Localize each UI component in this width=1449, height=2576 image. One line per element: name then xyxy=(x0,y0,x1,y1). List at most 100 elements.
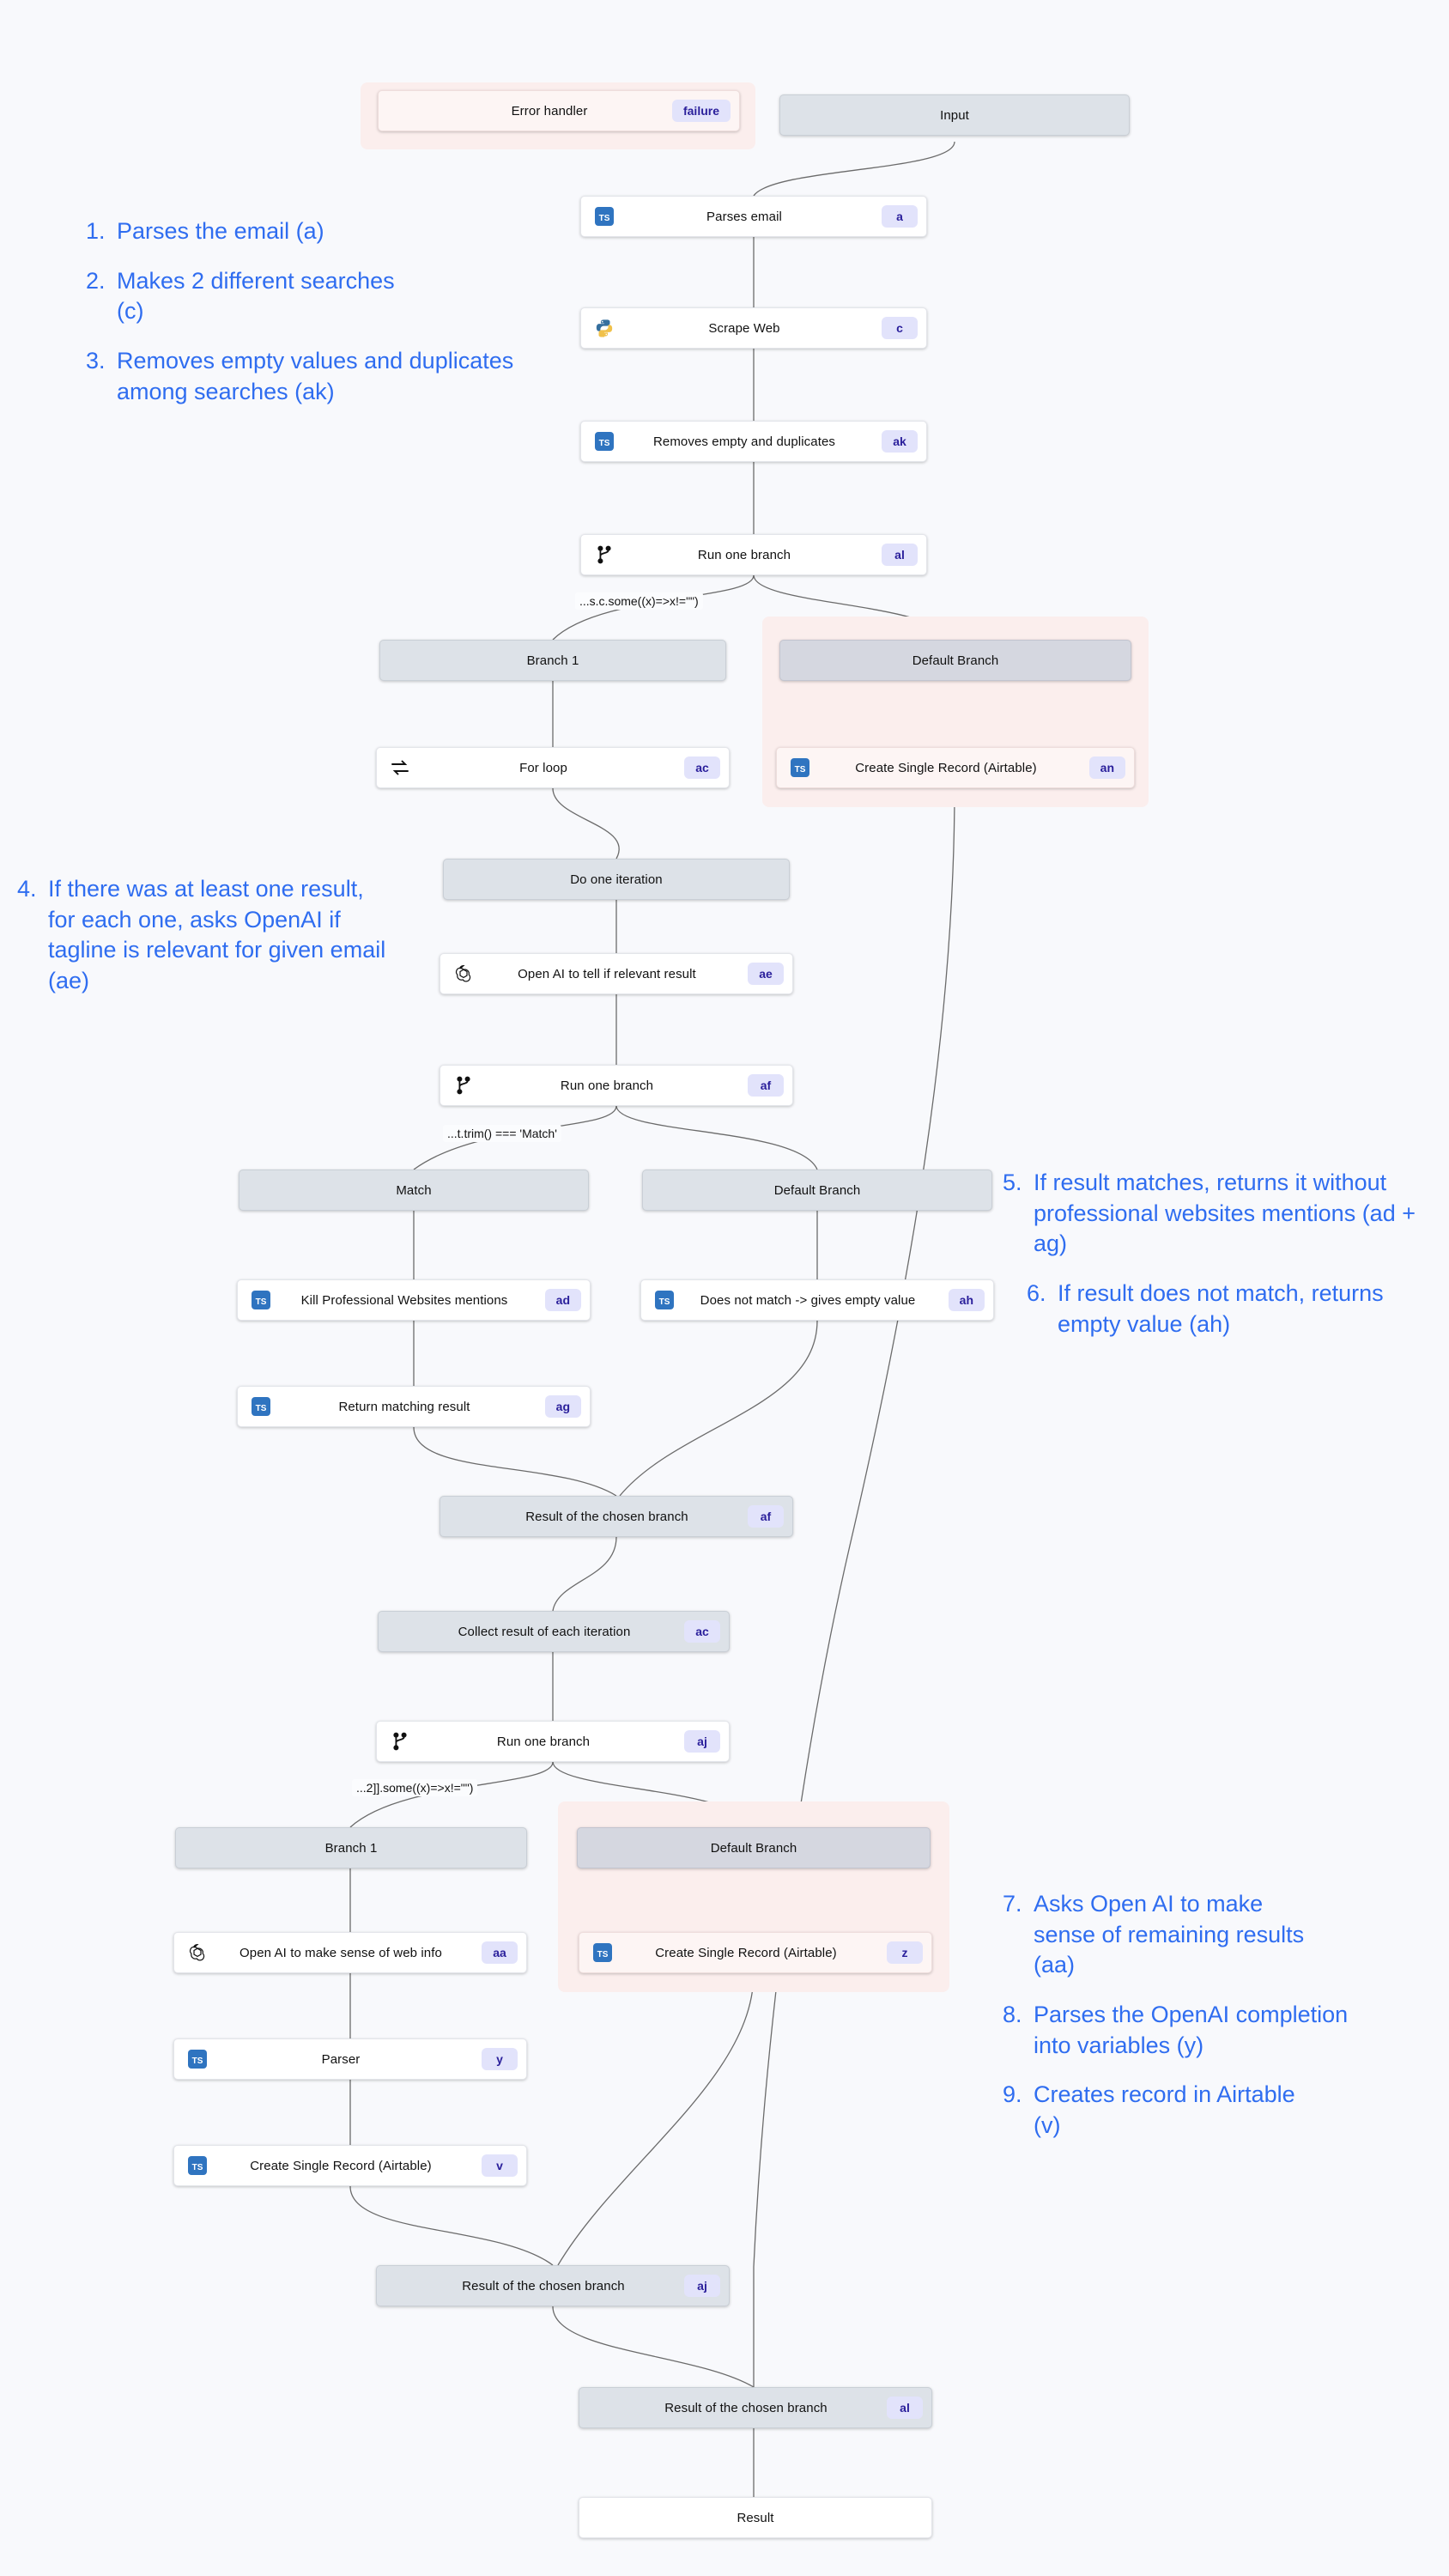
node-badge: z xyxy=(887,1941,923,1964)
annotation-item-3: 3. Removes empty values and duplicates a… xyxy=(86,346,515,407)
node-label: Does not match -> gives empty value xyxy=(700,1292,916,1308)
node-label: Open AI to tell if relevant result xyxy=(518,966,696,981)
branch-icon xyxy=(593,544,615,566)
node-result-chosen-al[interactable]: Result of the chosen branch al xyxy=(579,2387,932,2428)
node-badge: an xyxy=(1088,756,1125,779)
node-label: Branch 1 xyxy=(526,653,579,668)
node-branch1-bottom[interactable]: Branch 1 xyxy=(175,1827,527,1868)
node-badge: ae xyxy=(748,963,784,985)
annotation-number: 2. xyxy=(86,267,106,294)
node-match-branch[interactable]: Match xyxy=(239,1170,589,1211)
node-label: Branch 1 xyxy=(324,1840,378,1856)
annotation-number: 8. xyxy=(1003,2001,1022,2027)
node-create-record-z[interactable]: TS Create Single Record (Airtable) z xyxy=(579,1932,932,1973)
node-label: Result of the chosen branch xyxy=(664,2400,828,2415)
node-label: Run one branch xyxy=(496,1734,591,1749)
node-parses-email[interactable]: TS Parses email a xyxy=(580,196,927,237)
node-result-chosen-aj[interactable]: Result of the chosen branch aj xyxy=(376,2265,730,2306)
annotation-text: Parses the OpenAI completion into variab… xyxy=(1034,2001,1349,2058)
annotations-right-bottom: 7. Asks Open AI to make sense of remaini… xyxy=(1003,1889,1380,2160)
node-parser[interactable]: TS Parser y xyxy=(173,2038,527,2080)
branch-icon xyxy=(452,1074,475,1097)
node-run-one-branch-af[interactable]: Run one branch af xyxy=(440,1065,793,1106)
node-collect-result[interactable]: Collect result of each iteration ac xyxy=(378,1611,730,1652)
node-badge: a xyxy=(882,205,918,228)
typescript-icon: TS xyxy=(250,1395,272,1418)
node-badge: af xyxy=(748,1505,784,1528)
typescript-icon: TS xyxy=(250,1289,272,1311)
node-default-branch-bottom[interactable]: Default Branch xyxy=(577,1827,931,1868)
node-input[interactable]: Input xyxy=(779,94,1130,136)
annotation-item-4: 4. If there was at least one result, for… xyxy=(17,874,412,997)
node-for-loop[interactable]: For loop ac xyxy=(376,747,730,788)
node-do-one-iteration[interactable]: Do one iteration xyxy=(443,859,790,900)
node-badge: al xyxy=(882,544,918,566)
openai-icon xyxy=(452,963,475,985)
node-label: Result xyxy=(737,2510,774,2525)
annotations-left-four: 4. If there was at least one result, for… xyxy=(17,874,412,1016)
annotation-number: 6. xyxy=(1027,1279,1046,1306)
node-default-branch-mid[interactable]: Default Branch xyxy=(642,1170,992,1211)
node-does-not-match[interactable]: TS Does not match -> gives empty value a… xyxy=(640,1279,994,1321)
node-create-record-an[interactable]: TS Create Single Record (Airtable) an xyxy=(776,747,1135,788)
node-label: Default Branch xyxy=(710,1840,797,1856)
node-run-one-branch-al[interactable]: Run one branch al xyxy=(580,534,927,575)
annotation-item-5: 5. If result matches, returns it without… xyxy=(1003,1168,1432,1260)
node-create-record-v[interactable]: TS Create Single Record (Airtable) v xyxy=(173,2145,527,2186)
node-badge: ah xyxy=(948,1289,985,1311)
node-badge: aa xyxy=(482,1941,518,1964)
node-label: Create Single Record (Airtable) xyxy=(250,2158,432,2173)
node-label: Open AI to make sense of web info xyxy=(239,1945,442,1960)
typescript-icon: TS xyxy=(593,430,615,453)
node-badge: ac xyxy=(684,1620,720,1643)
annotation-item-7: 7. Asks Open AI to make sense of remaini… xyxy=(1003,1889,1380,1981)
annotation-text: Parses the email (a) xyxy=(117,218,324,244)
node-badge: c xyxy=(882,317,918,339)
annotations-right-mid: 5. If result matches, returns it without… xyxy=(1003,1168,1432,1358)
node-label: Run one branch xyxy=(560,1078,654,1093)
node-badge: aj xyxy=(684,2275,720,2297)
node-badge: v xyxy=(482,2154,518,2177)
node-default-branch-top[interactable]: Default Branch xyxy=(779,640,1131,681)
node-badge: al xyxy=(887,2397,923,2419)
node-error-handler[interactable]: Error handler failure xyxy=(378,90,740,131)
node-label: Scrape Web xyxy=(708,320,780,336)
python-icon xyxy=(593,317,615,339)
node-label: Kill Professional Websites mentions xyxy=(300,1292,508,1308)
node-label: Removes empty and duplicates xyxy=(652,434,836,449)
node-kill-mentions[interactable]: TS Kill Professional Websites mentions a… xyxy=(237,1279,591,1321)
typescript-icon: TS xyxy=(789,756,811,779)
typescript-icon: TS xyxy=(653,1289,676,1311)
node-result[interactable]: Result xyxy=(579,2497,932,2538)
node-openai-relevant-result[interactable]: Open AI to tell if relevant result ae xyxy=(440,953,793,994)
node-branch1-top[interactable]: Branch 1 xyxy=(379,640,726,681)
node-label: Parses email xyxy=(706,209,782,224)
node-badge: failure xyxy=(671,100,731,122)
node-label: Input xyxy=(940,107,969,123)
annotation-number: 1. xyxy=(86,218,106,244)
condition-label-top: ...s.c.some((x)=>x!="") xyxy=(575,592,703,610)
annotation-number: 5. xyxy=(1003,1170,1022,1195)
annotation-number: 9. xyxy=(1003,2081,1022,2108)
annotation-item-2: 2. Makes 2 different searches (c) xyxy=(86,266,515,327)
node-openai-web-info[interactable]: Open AI to make sense of web info aa xyxy=(173,1932,527,1973)
node-label: Run one branch xyxy=(697,547,791,562)
node-result-chosen-af[interactable]: Result of the chosen branch af xyxy=(440,1496,793,1537)
node-badge: ad xyxy=(544,1289,581,1311)
node-label: For loop xyxy=(519,760,567,775)
annotation-text: If there was at least one result, for ea… xyxy=(48,876,386,993)
typescript-icon: TS xyxy=(593,205,615,228)
node-badge: ak xyxy=(882,430,918,453)
node-scrape-web[interactable]: Scrape Web c xyxy=(580,307,927,349)
loop-icon xyxy=(389,756,411,779)
node-removes-empty-duplicates[interactable]: TS Removes empty and duplicates ak xyxy=(580,421,927,462)
node-run-one-branch-aj[interactable]: Run one branch aj xyxy=(376,1721,730,1762)
node-label: Error handler xyxy=(511,103,588,118)
annotation-number: 3. xyxy=(86,347,106,374)
typescript-icon: TS xyxy=(591,1941,614,1964)
annotation-text: If result matches, returns it without pr… xyxy=(1034,1170,1416,1257)
node-return-matching-result[interactable]: TS Return matching result ag xyxy=(237,1386,591,1427)
condition-label-mid: ...t.trim() === 'Match' xyxy=(443,1125,561,1142)
node-label: Result of the chosen branch xyxy=(525,1509,688,1524)
